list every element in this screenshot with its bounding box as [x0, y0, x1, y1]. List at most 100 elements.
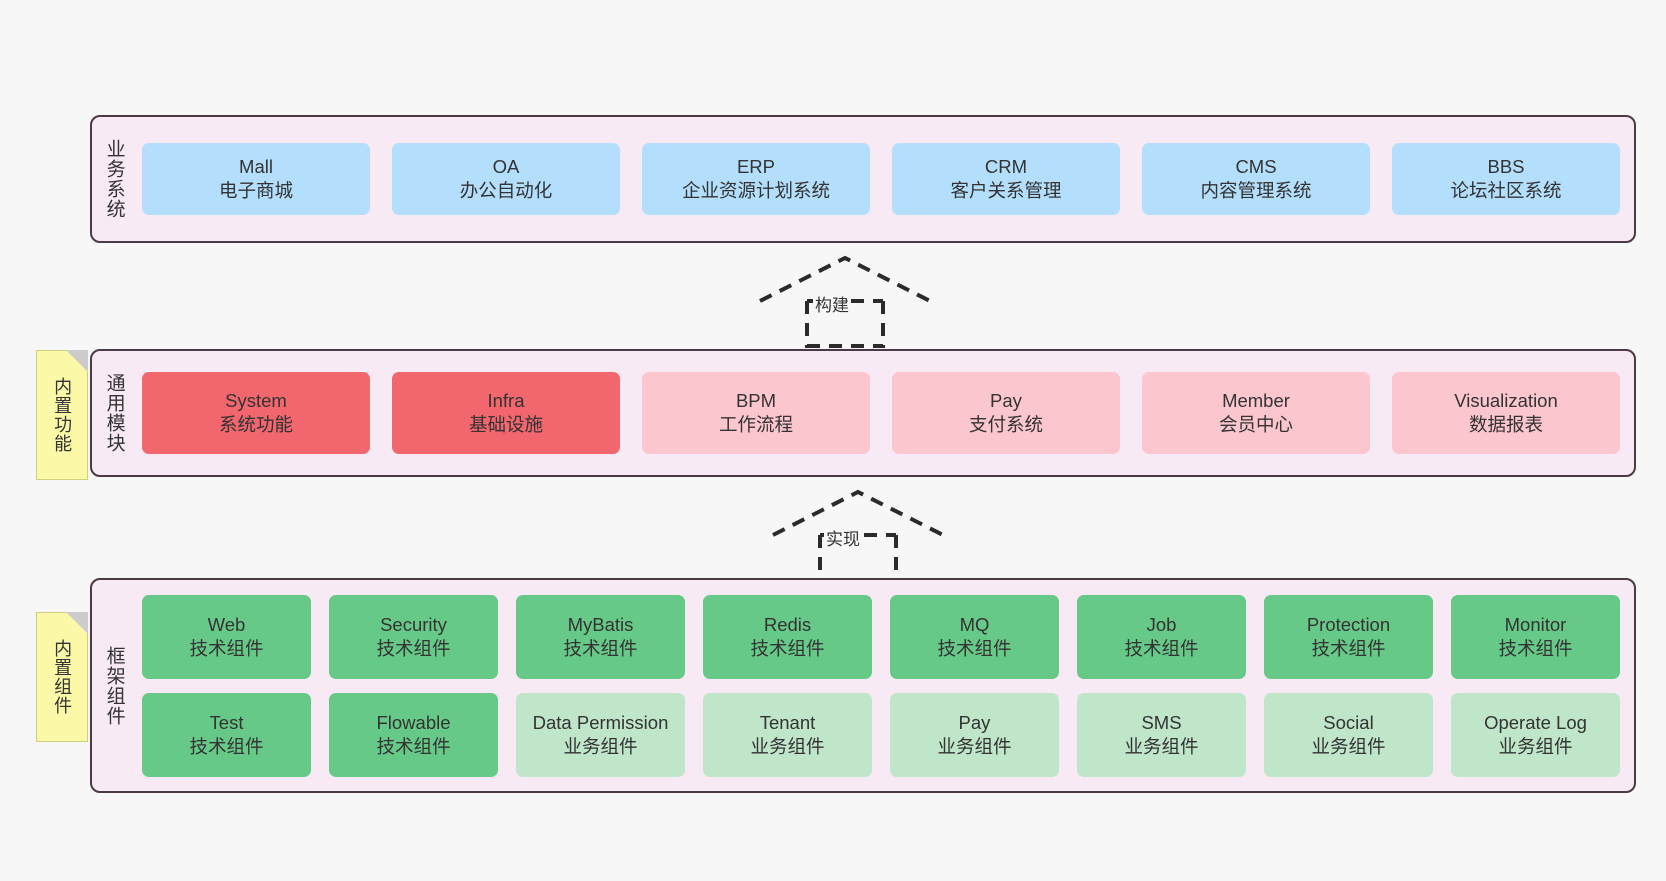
card-title: OA [492, 156, 520, 178]
card-title: Redis [763, 613, 812, 635]
card-bbs[interactable]: BBS 论坛社区系统 [1392, 143, 1620, 215]
card-operate-log[interactable]: Operate Log 业务组件 [1451, 692, 1620, 777]
note-label: 内置组件 [52, 639, 73, 715]
card-title: Flowable [376, 711, 451, 733]
layer-framework-components: 框架组件 Web 技术组件 Security 技术组件 MyBatis 技术组件… [90, 578, 1636, 793]
card-pay-module[interactable]: Pay 支付系统 [892, 372, 1120, 454]
connector-implement: 实现 [768, 487, 948, 582]
card-subtitle: 技术组件 [1124, 637, 1199, 659]
card-title: BPM [735, 390, 777, 412]
card-title: Security [380, 613, 447, 635]
card-subtitle: 技术组件 [750, 637, 825, 659]
card-subtitle: 业务组件 [1311, 735, 1386, 757]
connector-build: 构建 [755, 253, 935, 348]
card-cms[interactable]: CMS 内容管理系统 [1142, 143, 1370, 215]
card-subtitle: 客户关系管理 [950, 180, 1062, 201]
card-title: CRM [984, 156, 1028, 178]
card-subtitle: 技术组件 [563, 637, 638, 659]
card-mybatis[interactable]: MyBatis 技术组件 [516, 594, 685, 679]
card-subtitle: 业务组件 [1498, 735, 1573, 757]
card-protection[interactable]: Protection 技术组件 [1264, 594, 1433, 679]
card-oa[interactable]: OA 办公自动化 [392, 143, 620, 215]
card-job[interactable]: Job 技术组件 [1077, 594, 1246, 679]
card-title: Social [1323, 711, 1374, 733]
card-subtitle: 技术组件 [189, 637, 264, 659]
card-redis[interactable]: Redis 技术组件 [703, 594, 872, 679]
card-web[interactable]: Web 技术组件 [142, 594, 311, 679]
card-row: Test 技术组件 Flowable 技术组件 Data Permission … [142, 692, 1620, 777]
card-subtitle: 技术组件 [937, 637, 1012, 659]
card-title: ERP [736, 156, 776, 178]
card-subtitle: 技术组件 [376, 735, 451, 757]
card-title: Protection [1306, 613, 1391, 635]
card-mall[interactable]: Mall 电子商城 [142, 143, 370, 215]
card-title: Member [1222, 390, 1290, 412]
card-test[interactable]: Test 技术组件 [142, 692, 311, 777]
card-sms[interactable]: SMS 业务组件 [1077, 692, 1246, 777]
card-title: Pay [990, 390, 1022, 412]
card-title: SMS [1141, 711, 1182, 733]
card-title: BBS [1487, 156, 1525, 178]
layer-title-business-systems: 业务系统 [103, 139, 125, 219]
card-erp[interactable]: ERP 企业资源计划系统 [642, 143, 870, 215]
card-social[interactable]: Social 业务组件 [1264, 692, 1433, 777]
card-subtitle: 业务组件 [1124, 735, 1199, 757]
note-builtin-component: 内置组件 [36, 612, 88, 742]
card-title: Tenant [759, 711, 816, 733]
card-title: Test [209, 711, 244, 733]
layer-body-common-modules: System 系统功能 Infra 基础设施 BPM 工作流程 Pay 支付系统… [136, 351, 1634, 475]
card-subtitle: 业务组件 [563, 735, 638, 757]
card-title: System [225, 390, 287, 412]
layer-body-framework-components: Web 技术组件 Security 技术组件 MyBatis 技术组件 Redi… [136, 580, 1634, 791]
card-row: Web 技术组件 Security 技术组件 MyBatis 技术组件 Redi… [142, 594, 1620, 679]
card-title: Web [207, 613, 246, 635]
note-builtin-function: 内置功能 [36, 350, 88, 480]
card-flowable[interactable]: Flowable 技术组件 [329, 692, 498, 777]
card-title: Job [1146, 613, 1177, 635]
card-title: MQ [959, 613, 990, 635]
card-monitor[interactable]: Monitor 技术组件 [1451, 594, 1620, 679]
card-infra[interactable]: Infra 基础设施 [392, 372, 620, 454]
card-subtitle: 办公自动化 [459, 180, 553, 201]
card-subtitle: 基础设施 [468, 414, 543, 435]
card-mq[interactable]: MQ 技术组件 [890, 594, 1059, 679]
card-title: Infra [487, 390, 525, 412]
connector-label-build: 构建 [813, 291, 851, 316]
card-title: Operate Log [1484, 711, 1587, 733]
card-title: Pay [958, 711, 991, 733]
card-pay-component[interactable]: Pay 业务组件 [890, 692, 1059, 777]
card-security[interactable]: Security 技术组件 [329, 594, 498, 679]
card-visualization[interactable]: Visualization 数据报表 [1392, 372, 1620, 454]
card-subtitle: 会员中心 [1218, 414, 1293, 435]
card-subtitle: 企业资源计划系统 [681, 180, 830, 201]
card-subtitle: 系统功能 [218, 414, 293, 435]
card-title: CMS [1235, 156, 1277, 178]
note-label: 内置功能 [52, 377, 73, 453]
card-subtitle: 业务组件 [937, 735, 1012, 757]
card-subtitle: 工作流程 [718, 414, 793, 435]
card-subtitle: 内容管理系统 [1200, 180, 1312, 201]
card-title: Mall [239, 156, 273, 178]
card-tenant[interactable]: Tenant 业务组件 [703, 692, 872, 777]
card-system[interactable]: System 系统功能 [142, 372, 370, 454]
card-row: Mall 电子商城 OA 办公自动化 ERP 企业资源计划系统 CRM 客户关系… [142, 143, 1620, 215]
card-bpm[interactable]: BPM 工作流程 [642, 372, 870, 454]
card-subtitle: 数据报表 [1468, 414, 1543, 435]
card-data-permission[interactable]: Data Permission 业务组件 [516, 692, 685, 777]
card-title: Monitor [1504, 613, 1567, 635]
layer-body-business-systems: Mall 电子商城 OA 办公自动化 ERP 企业资源计划系统 CRM 客户关系… [136, 117, 1634, 241]
card-member[interactable]: Member 会员中心 [1142, 372, 1370, 454]
card-row: System 系统功能 Infra 基础设施 BPM 工作流程 Pay 支付系统… [142, 372, 1620, 454]
card-subtitle: 业务组件 [750, 735, 825, 757]
connector-label-implement: 实现 [824, 525, 862, 550]
card-subtitle: 技术组件 [189, 735, 264, 757]
card-subtitle: 电子商城 [218, 180, 293, 201]
card-title: Data Permission [532, 711, 669, 733]
layer-common-modules: 通用模块 System 系统功能 Infra 基础设施 BPM 工作流程 Pay… [90, 349, 1636, 477]
card-crm[interactable]: CRM 客户关系管理 [892, 143, 1120, 215]
layer-title-framework-components: 框架组件 [103, 645, 125, 726]
card-subtitle: 技术组件 [1498, 637, 1573, 659]
card-subtitle: 论坛社区系统 [1450, 180, 1562, 201]
card-title: Visualization [1454, 390, 1558, 412]
